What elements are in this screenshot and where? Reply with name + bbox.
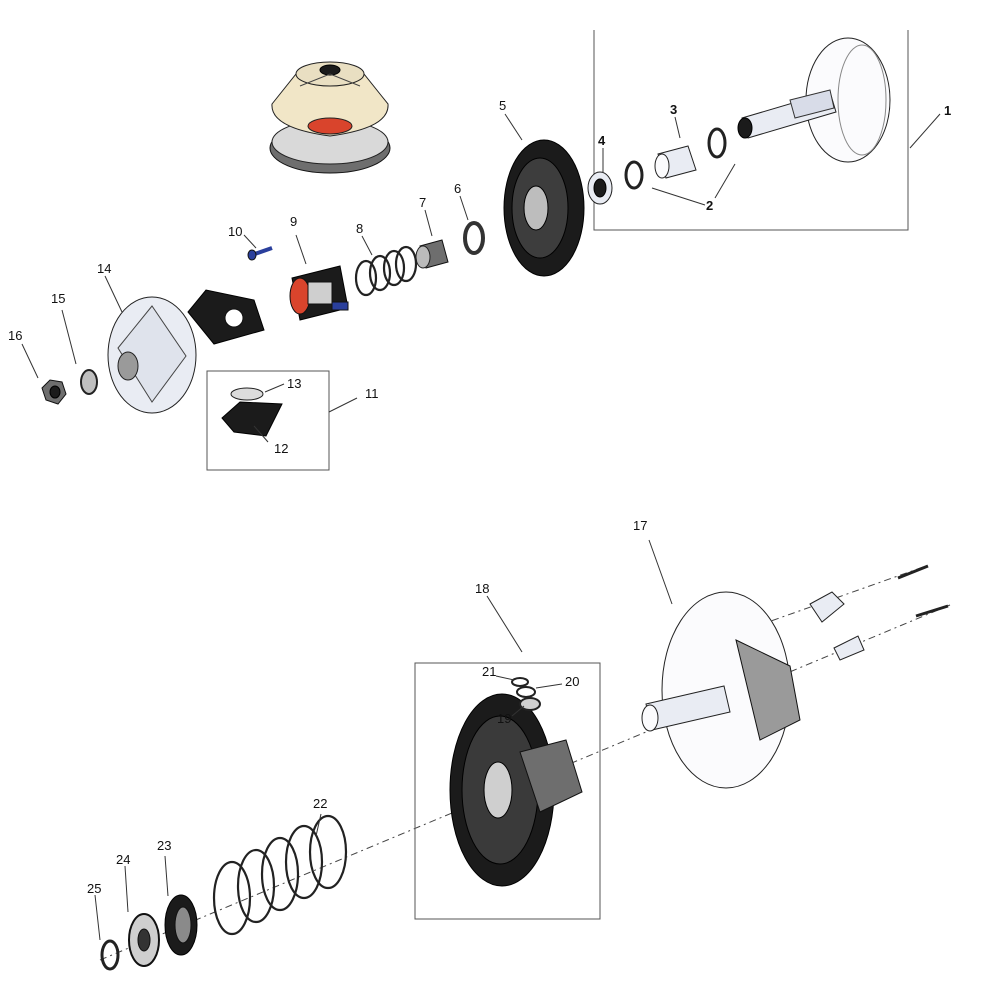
callout-13: 13 (287, 376, 301, 391)
callout-21: 21 (482, 664, 496, 679)
callout-11: 11 (365, 386, 379, 401)
driven-movable-sheave (449, 693, 583, 887)
retaining-ring-left (624, 160, 644, 190)
assembled-clutch-thumbnail (269, 61, 391, 174)
callout-25: 25 (87, 881, 101, 896)
callout-labels: 1 2 3 4 5 6 7 8 9 10 11 12 13 14 15 16 1… (8, 98, 951, 896)
pin-axis-upper (739, 565, 927, 633)
callout-10: 10 (228, 224, 242, 239)
callout-3: 3 (670, 102, 677, 117)
group-box-sheave-assembly (593, 30, 909, 231)
driven-fixed-sheave (641, 591, 801, 789)
callout-17: 17 (633, 518, 647, 533)
callout-5: 5 (499, 98, 506, 113)
callout-4: 4 (598, 133, 606, 148)
sleeve (415, 239, 449, 269)
callout-14: 14 (97, 261, 111, 276)
flyweight-assembly (187, 289, 265, 345)
snap-ring (100, 939, 120, 971)
callout-16: 16 (8, 328, 22, 343)
thrust-washer (463, 221, 485, 255)
callout-7: 7 (419, 195, 426, 210)
clutch-cover (107, 296, 197, 414)
group-box-movable-sheave (414, 662, 601, 920)
callout-18: 18 (475, 581, 489, 596)
callout-22: 22 (313, 796, 327, 811)
fixed-sheave-with-shaft (737, 37, 891, 163)
shim (230, 387, 264, 401)
callout-24: 24 (116, 852, 130, 867)
o-ring-20 (516, 686, 536, 698)
leader-lines (21, 113, 941, 941)
callout-20: 20 (565, 674, 579, 689)
movable-sheave (503, 139, 585, 277)
bearing (587, 171, 613, 205)
small-spring (354, 245, 418, 297)
screw (247, 246, 273, 261)
bushing (654, 145, 697, 179)
washer (80, 369, 98, 395)
nut (41, 379, 67, 405)
callout-12: 12 (274, 441, 288, 456)
callout-2: 2 (706, 198, 713, 213)
callout-9: 9 (290, 214, 297, 229)
spring-seat (164, 894, 198, 956)
driven-spring (212, 814, 348, 936)
group-box-ramp-kit (206, 370, 330, 471)
ramp (221, 401, 283, 437)
retaining-ring-right (707, 127, 727, 159)
callout-1: 1 (944, 103, 951, 118)
callout-8: 8 (356, 221, 363, 236)
callout-15: 15 (51, 291, 65, 306)
spider-assembly (289, 265, 349, 321)
o-ring-21 (511, 677, 529, 687)
callout-23: 23 (157, 838, 171, 853)
callout-6: 6 (454, 181, 461, 196)
callout-19: 19 (497, 711, 511, 726)
seal-19 (519, 697, 541, 711)
spring-washer (128, 913, 160, 967)
ramp-pin-set (809, 564, 949, 661)
